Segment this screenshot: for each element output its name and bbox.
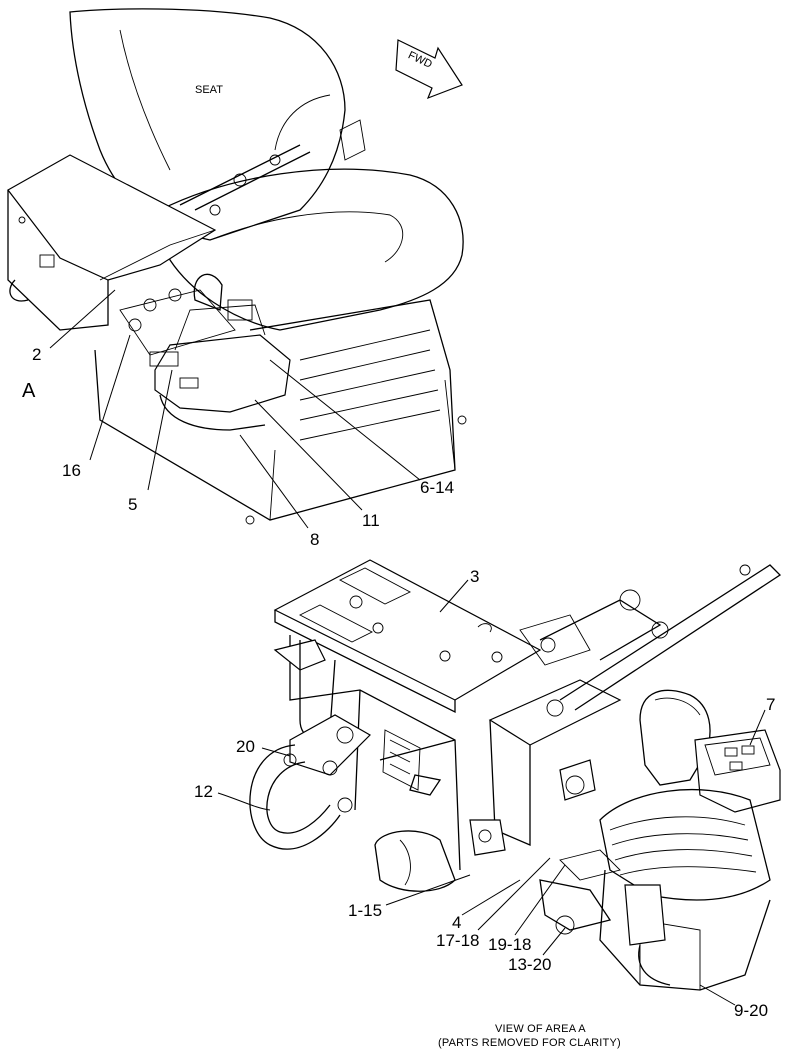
- leader-13-20: [542, 927, 566, 956]
- callout-19-18: 19-18: [488, 935, 531, 954]
- view-marker-a: A: [22, 380, 36, 402]
- callout-4: 4: [452, 913, 461, 932]
- leader-20: [261, 747, 291, 757]
- callout-5: 5: [128, 495, 137, 514]
- leader-16: [89, 334, 131, 461]
- leader-4: [461, 879, 521, 916]
- callout-13-20: 13-20: [508, 955, 551, 974]
- leader-1-15: [385, 874, 471, 906]
- callout-3: 3: [470, 567, 479, 586]
- caption-title: VIEW OF AREA A: [495, 1023, 586, 1035]
- callout-20: 20: [236, 737, 255, 756]
- leader-17-18: [477, 857, 551, 931]
- callout-16: 16: [62, 461, 81, 480]
- leader-9-20: [699, 984, 736, 1006]
- callout-6-14: 6-14: [420, 478, 454, 497]
- leader-2: [49, 289, 116, 349]
- caption-subtitle: (PARTS REMOVED FOR CLARITY): [438, 1037, 621, 1049]
- callout-8: 8: [310, 530, 319, 549]
- leader-11: [254, 399, 363, 511]
- callout-2: 2: [32, 345, 41, 364]
- leader-12: [217, 792, 271, 811]
- callout-12: 12: [194, 782, 213, 801]
- seat-assembly-illustration: [7, 8, 467, 525]
- callout-11: 11: [362, 511, 380, 530]
- callout-7: 7: [766, 695, 775, 714]
- callout-17-18: 17-18: [436, 931, 479, 950]
- callout-1-15: 1-15: [348, 901, 382, 920]
- callout-9-20: 9-20: [734, 1001, 768, 1020]
- leader-8: [239, 434, 309, 529]
- leader-3: [439, 579, 469, 613]
- area-a-detail-illustration: [249, 559, 782, 991]
- leader-19-18: [514, 864, 566, 936]
- leader-5: [147, 369, 173, 491]
- leader-6-14: [269, 359, 421, 481]
- seat-label: SEAT: [195, 84, 223, 96]
- leader-7: [749, 709, 766, 746]
